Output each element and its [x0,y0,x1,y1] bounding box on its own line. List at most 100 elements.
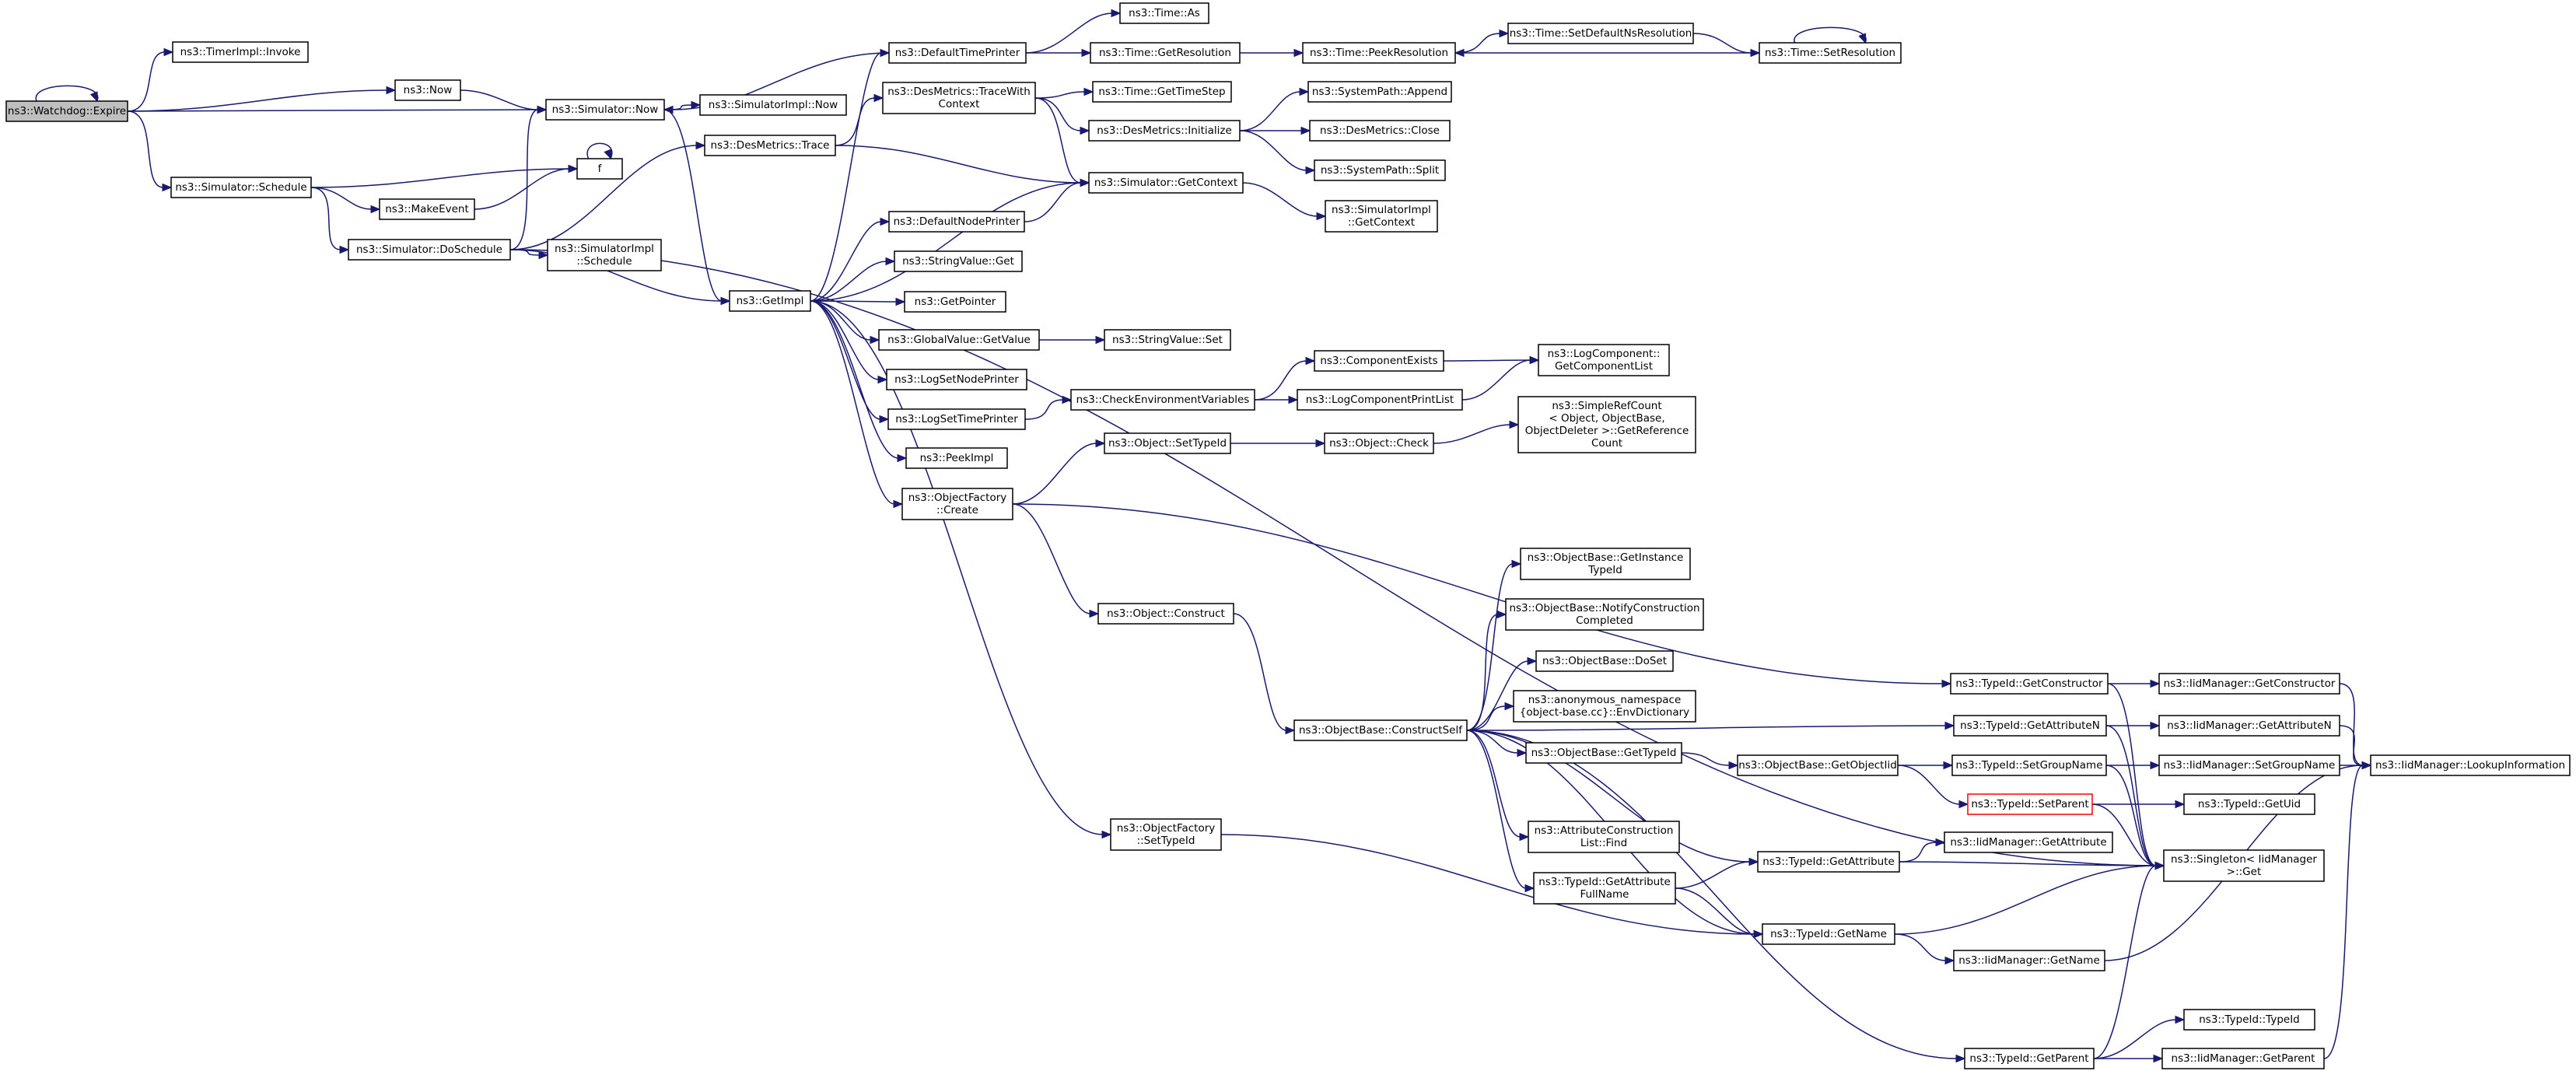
node-typeid-getattributen[interactable]: ns3::TypeId::GetAttributeN [1953,715,2107,737]
node-iidmanager-getconstructor[interactable]: ns3::IidManager::GetConstructor [2158,673,2340,695]
node-label: < Object, ObjectBase, [1549,412,1664,425]
node-object-construct[interactable]: ns3::Object::Construct [1097,603,1234,625]
node-typeid-getparent[interactable]: ns3::TypeId::GetParent [1964,1048,2095,1069]
node-typeid-getname[interactable]: ns3::TypeId::GetName [1762,923,1895,945]
node-box [905,447,1008,469]
node-timerimpl-invoke[interactable]: ns3::TimerImpl::Invoke [172,41,309,63]
node-iidmanager-getattributen[interactable]: ns3::IidManager::GetAttributeN [2158,715,2340,737]
node-simimpl-schedule[interactable]: ns3::SimulatorImpl::Schedule [547,239,662,271]
node-time-getresolution[interactable]: ns3::Time::GetResolution [1090,42,1241,64]
node-iidmanager-setgroupname[interactable]: ns3::IidManager::SetGroupName [2158,754,2340,776]
node-watchdog-expire[interactable]: ns3::Watchdog::Expire [5,100,128,122]
node-getimpl[interactable]: ns3::GetImpl [729,290,811,312]
edge-arrowhead [2150,721,2161,730]
edge-arrowhead [1496,610,1507,619]
node-sim-schedule[interactable]: ns3::Simulator::Schedule [170,177,312,198]
node-iidmanager-getname[interactable]: ns3::IidManager::GetName [1953,950,2105,971]
node-iidmanager-getattribute[interactable]: ns3::IidManager::GetAttribute [1944,831,2113,853]
node-logcomponent-getlist[interactable]: ns3::LogComponent::GetComponentList [1538,344,1670,376]
edge-arrowhead [568,164,579,173]
edge-arrowhead [1062,395,1073,404]
edge-arrowhead [1316,212,1327,221]
node-logsettimeprinter[interactable]: ns3::LogSetTimePrinter [887,408,1026,430]
node-singleton-get[interactable]: ns3::Singleton< IidManager >::Get [2163,849,2325,882]
node-objectbase-constructself[interactable]: ns3::ObjectBase::ConstructSelf [1293,719,1468,741]
node-globalvalue-getvalue[interactable]: ns3::GlobalValue::GetValue [878,329,1040,351]
node-anon-envdictionary[interactable]: ns3::anonymous_namespace{object-base.cc}… [1513,690,1696,723]
node-ob-getobjectiid[interactable]: ns3::ObjectBase::GetObjectIid [1737,754,1899,776]
node-label: ns3::SystemPath::Split [1321,164,1439,177]
node-label: ns3::anonymous_namespace [1528,694,1682,706]
node-checkenvvars[interactable]: ns3::CheckEnvironmentVariables [1070,389,1255,411]
edge-arrowhead [873,93,884,103]
node-objectfactory-create[interactable]: ns3::ObjectFactory::Create [901,488,1013,520]
edge-sim-now-to-getimpl [663,109,723,302]
node-time-peekresolution[interactable]: ns3::Time::PeekResolution [1302,42,1456,64]
node-now[interactable]: ns3::Now [394,79,461,101]
node-label: ns3::TypeId::GetAttribute [1762,856,1895,868]
node-desmetrics-initialize[interactable]: ns3::DesMetrics::Initialize [1088,120,1241,142]
edge-arrowhead [879,415,890,424]
node-stringvalue-set[interactable]: ns3::StringValue::Set [1104,329,1231,351]
node-time-setresolution[interactable]: ns3::Time::SetResolution [1759,42,1902,64]
edge-arrowhead [1499,29,1510,38]
edge-getimpl-to-getpointer [810,300,898,303]
node-object-settypeid[interactable]: ns3::Object::SetTypeId [1104,432,1231,454]
edge-watchdog-expire-to-timerimpl-invoke [127,51,166,112]
node-systempath-split[interactable]: ns3::SystemPath::Split [1314,159,1446,181]
node-typeid-getattribute[interactable]: ns3::TypeId::GetAttribute [1757,851,1900,873]
node-logsetnodeprinter[interactable]: ns3::LogSetNodePrinter [886,369,1027,390]
node-iidmanager-getparent[interactable]: ns3::IidManager::GetParent [2161,1048,2325,1069]
node-time-gettimestep[interactable]: ns3::Time::GetTimeStep [1092,81,1232,103]
node-desmetrics-trace[interactable]: ns3::DesMetrics::Trace [704,135,836,156]
node-peekimpl[interactable]: ns3::PeekImpl [905,447,1008,469]
node-objectfactory-settypeid[interactable]: ns3::ObjectFactory::SetTypeId [1110,818,1222,851]
node-simimpl-now[interactable]: ns3::SimulatorImpl::Now [699,94,847,116]
edge-typeid-setgroupname-to-singleton-get [2105,765,2157,866]
node-label: ns3::ObjectFactory [1117,822,1216,835]
edge-arrowhead [1285,726,1296,735]
edge-time-setdefaultns-to-time-setresolution [1692,33,1752,54]
node-typeid-getuid[interactable]: ns3::TypeId::GetUid [2183,793,2315,815]
node-typeid-setparent[interactable]: ns3::TypeId::SetParent [1967,793,2093,815]
edge-arrowhead [89,91,98,103]
node-typeid-setgroupname[interactable]: ns3::TypeId::SetGroupName [1951,754,2107,776]
node-sim-getcontext[interactable]: ns3::Simulator::GetContext [1088,172,1244,194]
node-simplerefcount[interactable]: ns3::SimpleRefCount< Object, ObjectBase,… [1517,396,1696,453]
node-sim-doschedule[interactable]: ns3::Simulator::DoSchedule [348,239,511,261]
node-logcomponentprintlist[interactable]: ns3::LogComponentPrintList [1297,389,1463,411]
node-typeid-getconstructor[interactable]: ns3::TypeId::GetConstructor [1950,673,2109,695]
node-label: ns3::Simulator::GetContext [1094,177,1237,189]
node-sim-now[interactable]: ns3::Simulator::Now [545,99,665,121]
node-defaultnodeprinter[interactable]: ns3::DefaultNodePrinter [888,211,1025,233]
node-ob-gettypeid[interactable]: ns3::ObjectBase::GetTypeId [1525,742,1682,764]
node-label: ns3::Time::PeekResolution [1310,47,1448,59]
node-desmetrics-close[interactable]: ns3::DesMetrics::Close [1309,120,1451,142]
node-componentexists[interactable]: ns3::ComponentExists [1314,350,1444,372]
node-f[interactable]: f [576,158,623,180]
node-time-setdefaultns[interactable]: ns3::Time::SetDefaultNsResolution [1507,23,1694,44]
edge-getimpl-to-defaultnodeprinter [810,221,882,302]
node-makeevent[interactable]: ns3::MakeEvent [379,198,475,220]
node-defaulttimeprinter[interactable]: ns3::DefaultTimePrinter [888,42,1027,64]
edge-getimpl-to-peekimpl [810,300,899,459]
edge-arrowhead [1935,838,1946,847]
node-time-as[interactable]: ns3::Time::As [1119,2,1209,24]
node-getpointer[interactable]: ns3::GetPointer [904,291,1006,313]
node-ob-doset[interactable]: ns3::ObjectBase::DoSet [1535,650,1674,672]
node-simimpl-getcontext[interactable]: ns3::SimulatorImpl::GetContext [1325,200,1438,233]
edge-arrowhead [1519,832,1530,842]
node-typeid-typeid[interactable]: ns3::TypeId::TypeId [2183,1009,2315,1031]
edge-arrowhead [885,257,896,266]
node-stringvalue-get[interactable]: ns3::StringValue::Get [894,250,1023,272]
node-ob-notifyconstruction[interactable]: ns3::ObjectBase::NotifyConstructionCompl… [1505,598,1704,631]
node-object-check[interactable]: ns3::Object::Check [1324,432,1434,454]
node-box [1950,673,2109,695]
node-systempath-append[interactable]: ns3::SystemPath::Append [1307,81,1452,103]
node-iidmanager-lookupinformation[interactable]: ns3::IidManager::LookupInformation [2370,754,2571,776]
edge-getimpl-to-objectfactory-create [810,300,895,505]
